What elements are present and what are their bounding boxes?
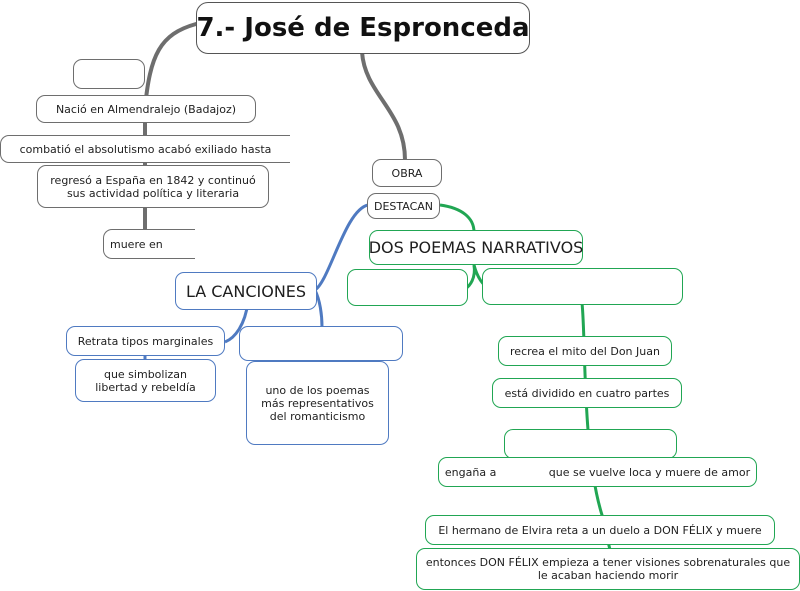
poemas-empty-left-node bbox=[347, 269, 468, 306]
visiones-node: entonces DON FÉLIX empieza a tener visio… bbox=[416, 548, 800, 590]
link-destacan-canciones bbox=[313, 203, 369, 292]
exile-node: combatió el absolutismo acabó exiliado h… bbox=[0, 135, 290, 163]
link-title-obra bbox=[360, 50, 407, 162]
link-destacan-poemas bbox=[439, 203, 476, 233]
life-empty-node bbox=[73, 59, 145, 89]
mito-node: recrea el mito del Don Juan bbox=[498, 336, 672, 366]
partes-node: está dividido en cuatro partes bbox=[492, 378, 682, 408]
representativo-node: uno de los poemas más representativos de… bbox=[246, 361, 389, 445]
canciones-empty-node bbox=[239, 326, 403, 361]
hermano-node: El hermano de Elvira reta a un duelo a D… bbox=[425, 515, 775, 545]
page-title: 7.- José de Espronceda bbox=[196, 2, 530, 54]
engana-node: engaña a que se vuelve loca y muere de a… bbox=[438, 457, 757, 487]
obra-node: OBRA bbox=[372, 159, 442, 187]
death-node: muere en bbox=[103, 229, 195, 259]
canciones-node: LA CANCIONES bbox=[175, 272, 317, 310]
poemas-empty-mid-node bbox=[504, 429, 677, 459]
destacan-node: DESTACAN bbox=[367, 193, 440, 219]
simbolizan-node: que simbolizan libertad y rebeldía bbox=[75, 359, 216, 402]
return-node: regresó a España en 1842 y continuó sus … bbox=[37, 165, 269, 208]
poemas-node: DOS POEMAS NARRATIVOS bbox=[369, 230, 583, 265]
retrata-node: Retrata tipos marginales bbox=[66, 326, 225, 356]
poemas-empty-right-node bbox=[482, 268, 683, 305]
birth-node: Nació en Almendralejo (Badajoz) bbox=[36, 95, 256, 123]
